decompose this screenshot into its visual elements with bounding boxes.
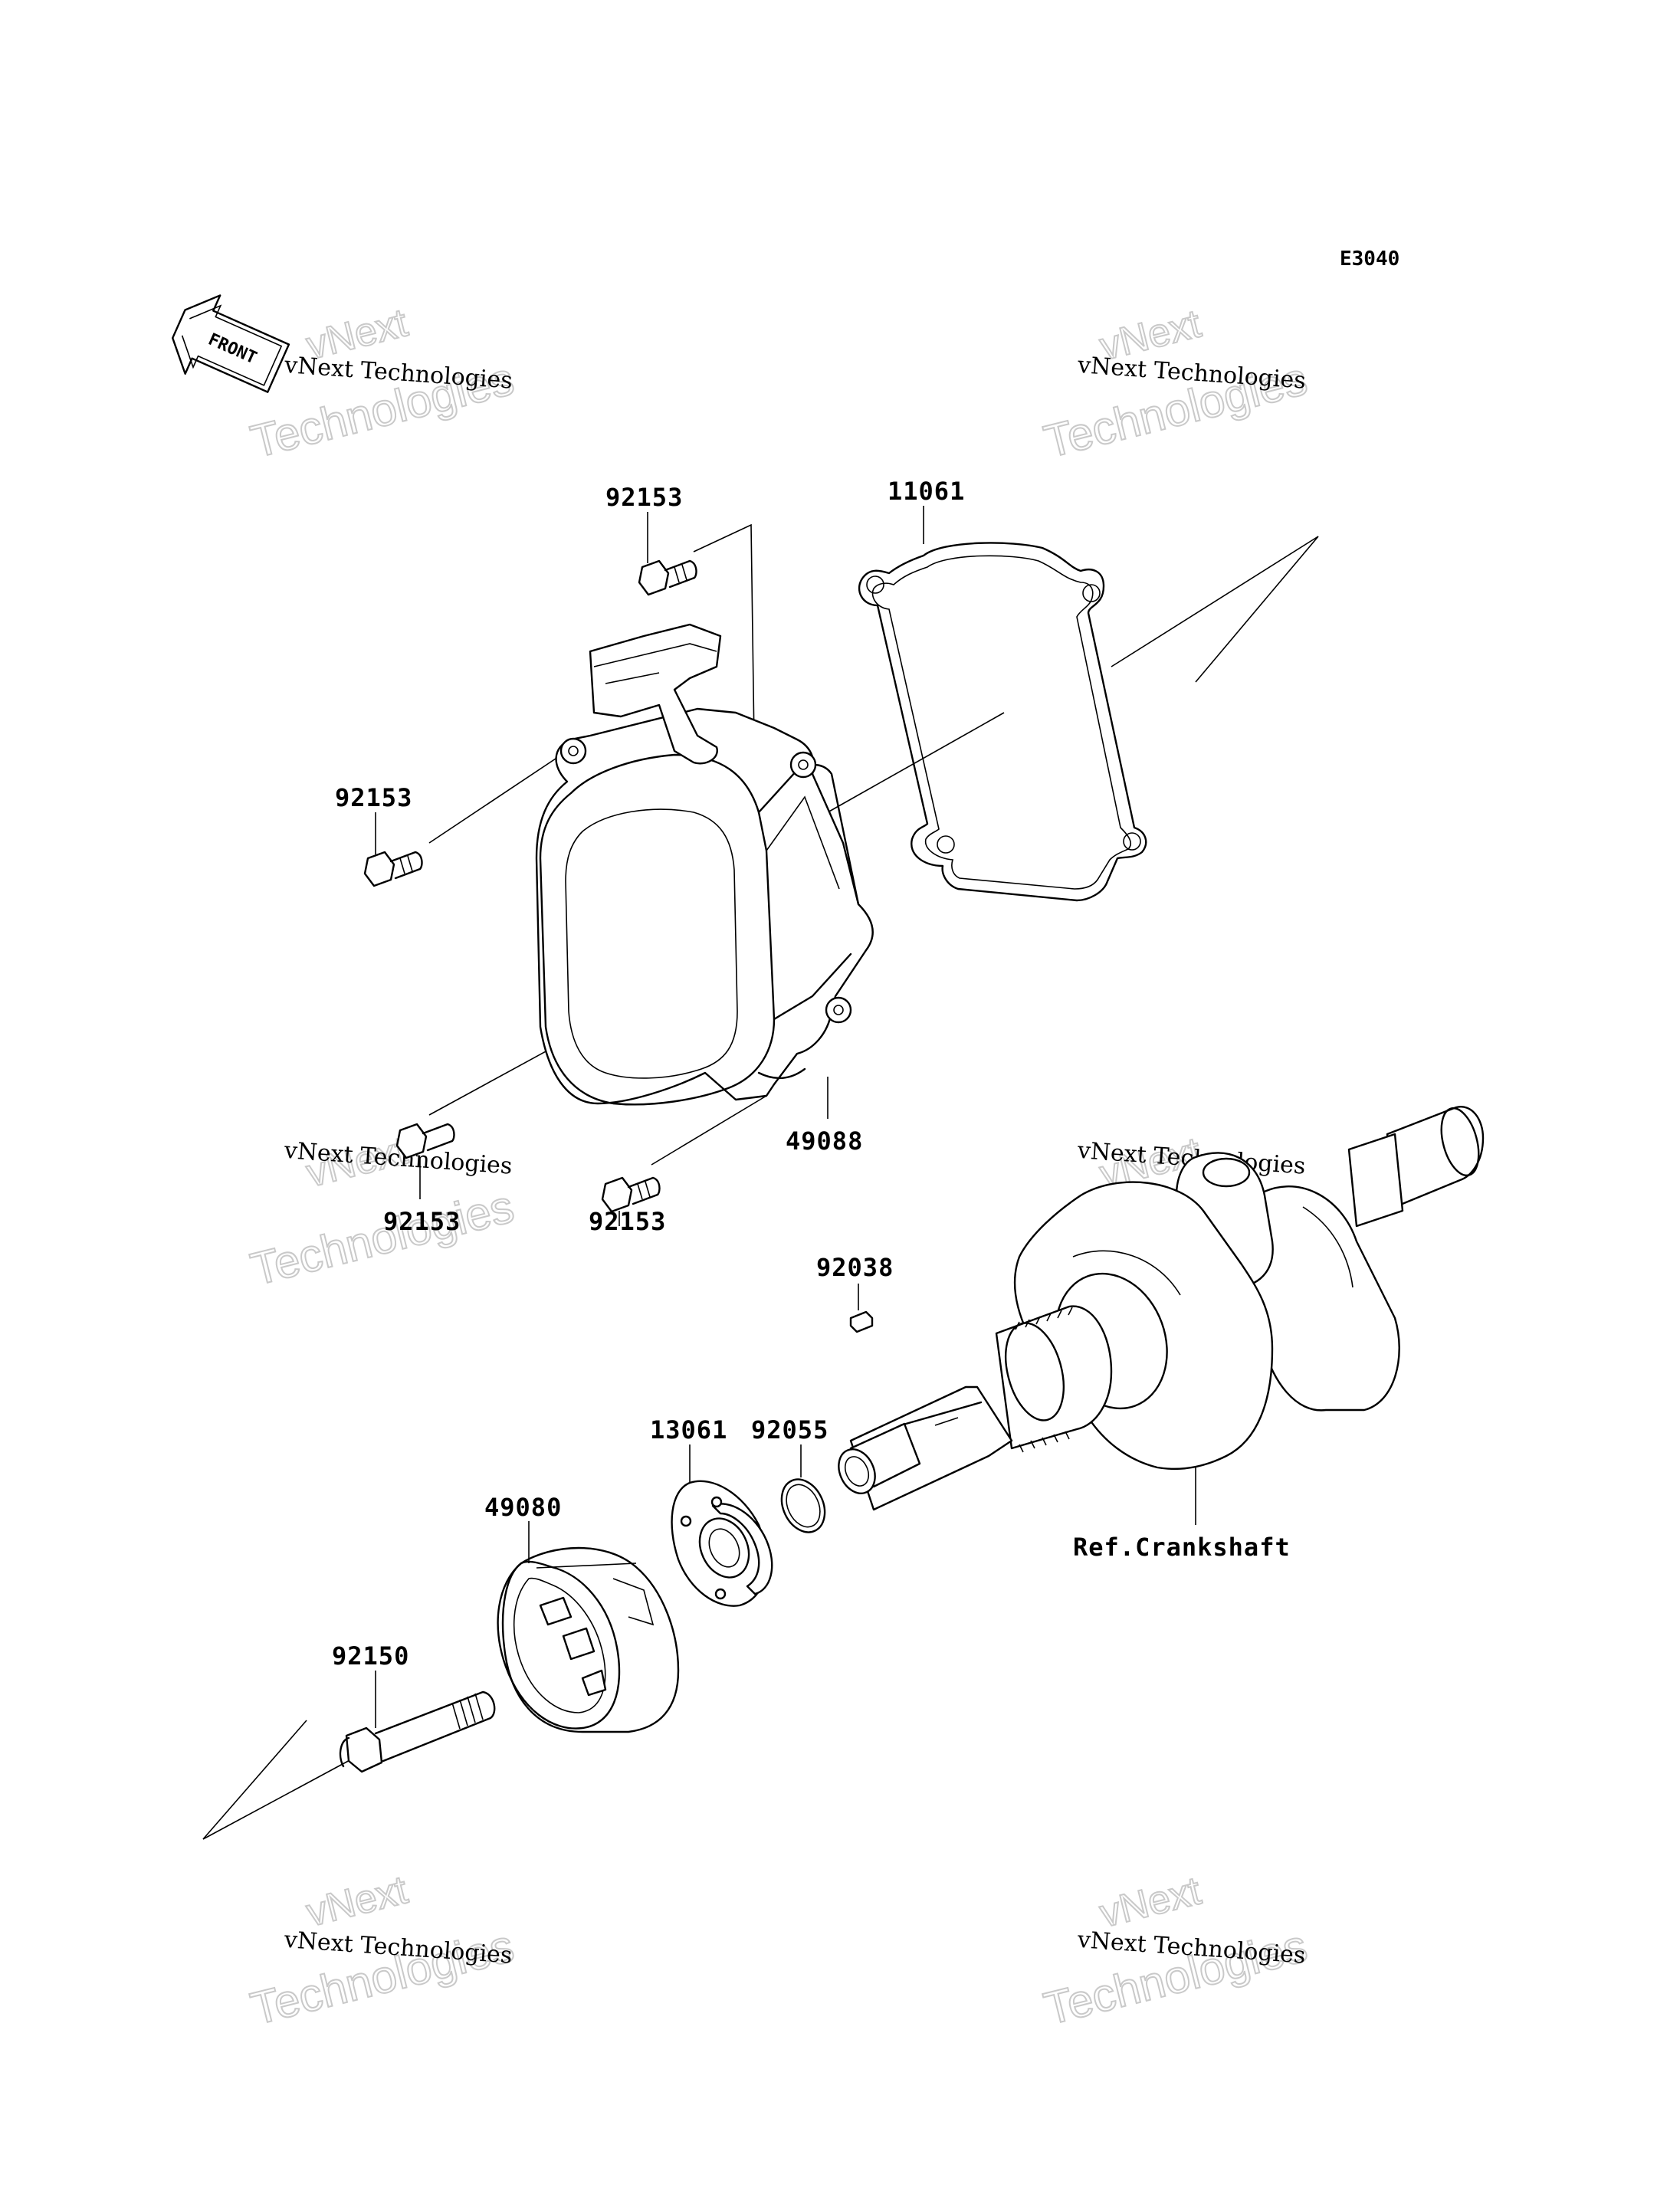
svg-text:vNext: vNext bbox=[1095, 1868, 1206, 1936]
label-o-ring: 92055 bbox=[751, 1415, 829, 1444]
crankshaft bbox=[838, 1106, 1485, 1511]
label-screw-bottom-left: 92153 bbox=[383, 1207, 461, 1236]
diagram-code: E3040 bbox=[1340, 248, 1399, 271]
screw-92153-bottom-left bbox=[395, 1123, 455, 1159]
label-key: 92038 bbox=[816, 1253, 894, 1282]
watermark-bottom-left: vNext Technologies vNext Technologies bbox=[245, 1867, 520, 2035]
label-cup: 49080 bbox=[484, 1493, 562, 1522]
front-arrow-icon: FRONT bbox=[172, 294, 290, 393]
label-screw-bottom-mid: 92153 bbox=[589, 1207, 666, 1236]
label-bolt: 92150 bbox=[332, 1641, 409, 1671]
recoil-cover-49088 bbox=[535, 623, 874, 1106]
label-screw-left: 92153 bbox=[335, 783, 412, 812]
o-ring-92055 bbox=[780, 1478, 826, 1533]
key-92038 bbox=[849, 1310, 874, 1333]
label-screw-top: 92153 bbox=[605, 483, 683, 512]
watermark-bottom-right: vNext Technologies vNext Technologies bbox=[1039, 1867, 1313, 2035]
pulley-hub-13061 bbox=[671, 1480, 773, 1607]
watermark-top-right: vNext Technologies vNext Technologies bbox=[1039, 300, 1313, 468]
watermark-top-left: vNext Technologies vNext Technologies bbox=[245, 300, 520, 468]
svg-text:vNext: vNext bbox=[302, 1867, 412, 1936]
svg-text:Technologies: Technologies bbox=[246, 1180, 519, 1295]
watermark-mid-left: vNext Technologies vNext Technologies bbox=[245, 1127, 520, 1296]
screw-92153-top bbox=[638, 559, 697, 596]
screw-92153-left bbox=[363, 851, 423, 887]
cup-49080 bbox=[497, 1546, 680, 1733]
gasket-11061 bbox=[858, 542, 1147, 902]
label-recoil-cover: 49088 bbox=[786, 1126, 863, 1156]
screw-92153-bottom-mid bbox=[601, 1176, 661, 1213]
label-crankshaft-ref: Ref.Crankshaft bbox=[1073, 1533, 1291, 1562]
label-pulley-hub: 13061 bbox=[650, 1415, 727, 1444]
bolt-92150 bbox=[339, 1690, 496, 1773]
label-gasket: 11061 bbox=[888, 477, 965, 506]
